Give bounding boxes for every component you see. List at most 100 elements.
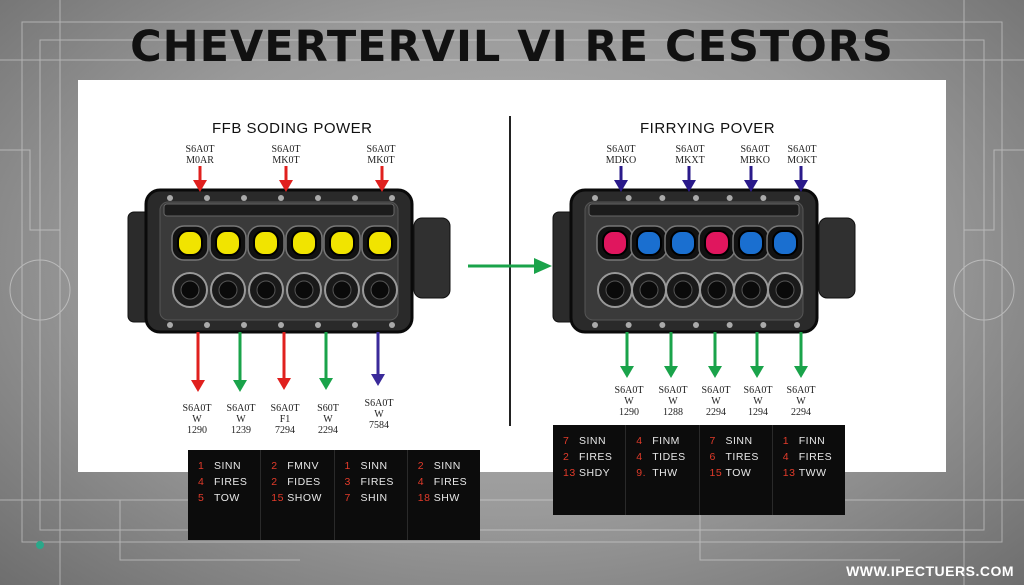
legend-number: 2 (417, 460, 425, 472)
legend-text: TWW (798, 467, 827, 479)
cylinder-cap (253, 230, 279, 256)
bolt (167, 322, 173, 328)
cylinder-cap (636, 230, 662, 256)
cylinder-cap (772, 230, 798, 256)
cylinder-cap (329, 230, 355, 256)
legend-text: SINN (579, 435, 607, 447)
legend-number: 1 (344, 460, 351, 472)
legend-number: 15 (271, 492, 284, 504)
engine-top-rail (163, 203, 395, 217)
legend-number: 3 (344, 476, 351, 488)
legend-row: 5 TOW (198, 490, 254, 506)
legend-row: 2 SINN (418, 458, 474, 474)
legend-text: TIRES (725, 451, 759, 463)
bolt (592, 195, 598, 201)
legend-number: 4 (198, 476, 205, 488)
legend-number: 2 (271, 460, 278, 472)
wire-arrow-bottom (319, 332, 333, 390)
legend-text: SHOW (287, 492, 322, 504)
bolt (659, 322, 666, 328)
cylinder-cap (670, 230, 696, 256)
wire-arrow-bottom (277, 332, 291, 390)
center-divider (509, 116, 511, 426)
legend-text: TOW (725, 467, 752, 479)
legend-text: SINN (214, 460, 242, 472)
bolt (794, 322, 800, 328)
legend-number: 18 (417, 492, 431, 504)
cylinder-port-inner (370, 280, 390, 300)
bolt (760, 322, 767, 328)
left-engine-diagram (127, 166, 451, 392)
wire-arrow-top (193, 166, 207, 192)
legend-text: FIRES (579, 451, 613, 463)
cylinder-port-inner (775, 280, 795, 300)
legend-number: 13 (563, 467, 576, 479)
cylinder-port-inner (741, 280, 761, 300)
legend-text: FIRES (360, 476, 394, 488)
bolt (389, 322, 395, 328)
cylinder-cap (602, 230, 628, 256)
legend-column: 1 SINN 4 FIRES 5 TOW (188, 450, 262, 540)
legend-text: TOW (214, 492, 240, 504)
wire-arrow-bottom (371, 332, 385, 386)
cylinder-cap (367, 230, 393, 256)
bolt (204, 195, 210, 201)
bolt (204, 322, 210, 328)
legend-number: 15 (709, 467, 723, 479)
engine-side-housing (818, 217, 856, 299)
cylinder-port-inner (707, 280, 727, 300)
engine-top-rail (588, 203, 800, 217)
bolt (241, 322, 247, 328)
cylinder-port-inner (180, 280, 200, 300)
wire-arrow-top (375, 166, 389, 192)
legend-text: SHW (433, 492, 460, 504)
bolt (167, 195, 173, 201)
legend-row: 1 SINN (345, 458, 401, 474)
legend-number: 1 (198, 460, 205, 472)
legend-row: 9.THW (636, 465, 692, 481)
bolt (352, 195, 358, 201)
wire-arrow-top (794, 166, 808, 192)
cylinder-cap (215, 230, 241, 256)
bolt (659, 195, 666, 201)
bolt (693, 322, 699, 328)
legend-text: SINN (360, 460, 388, 472)
legend-text: FIRES (214, 476, 248, 488)
legend-number: 2 (271, 476, 278, 488)
wire-arrow-bottom (794, 332, 808, 378)
wire-arrow-top (614, 166, 628, 192)
bolt (726, 195, 733, 201)
wire-arrow-bottom (233, 332, 247, 392)
legend-number: 5 (198, 492, 205, 504)
legend-number: 4 (782, 451, 790, 463)
legend-text: FIRES (433, 476, 468, 488)
bolt (278, 195, 284, 201)
legend-number: 13 (782, 467, 796, 479)
bolt (625, 195, 632, 201)
legend-number: 4 (636, 435, 643, 447)
legend-text: SINN (433, 460, 461, 472)
